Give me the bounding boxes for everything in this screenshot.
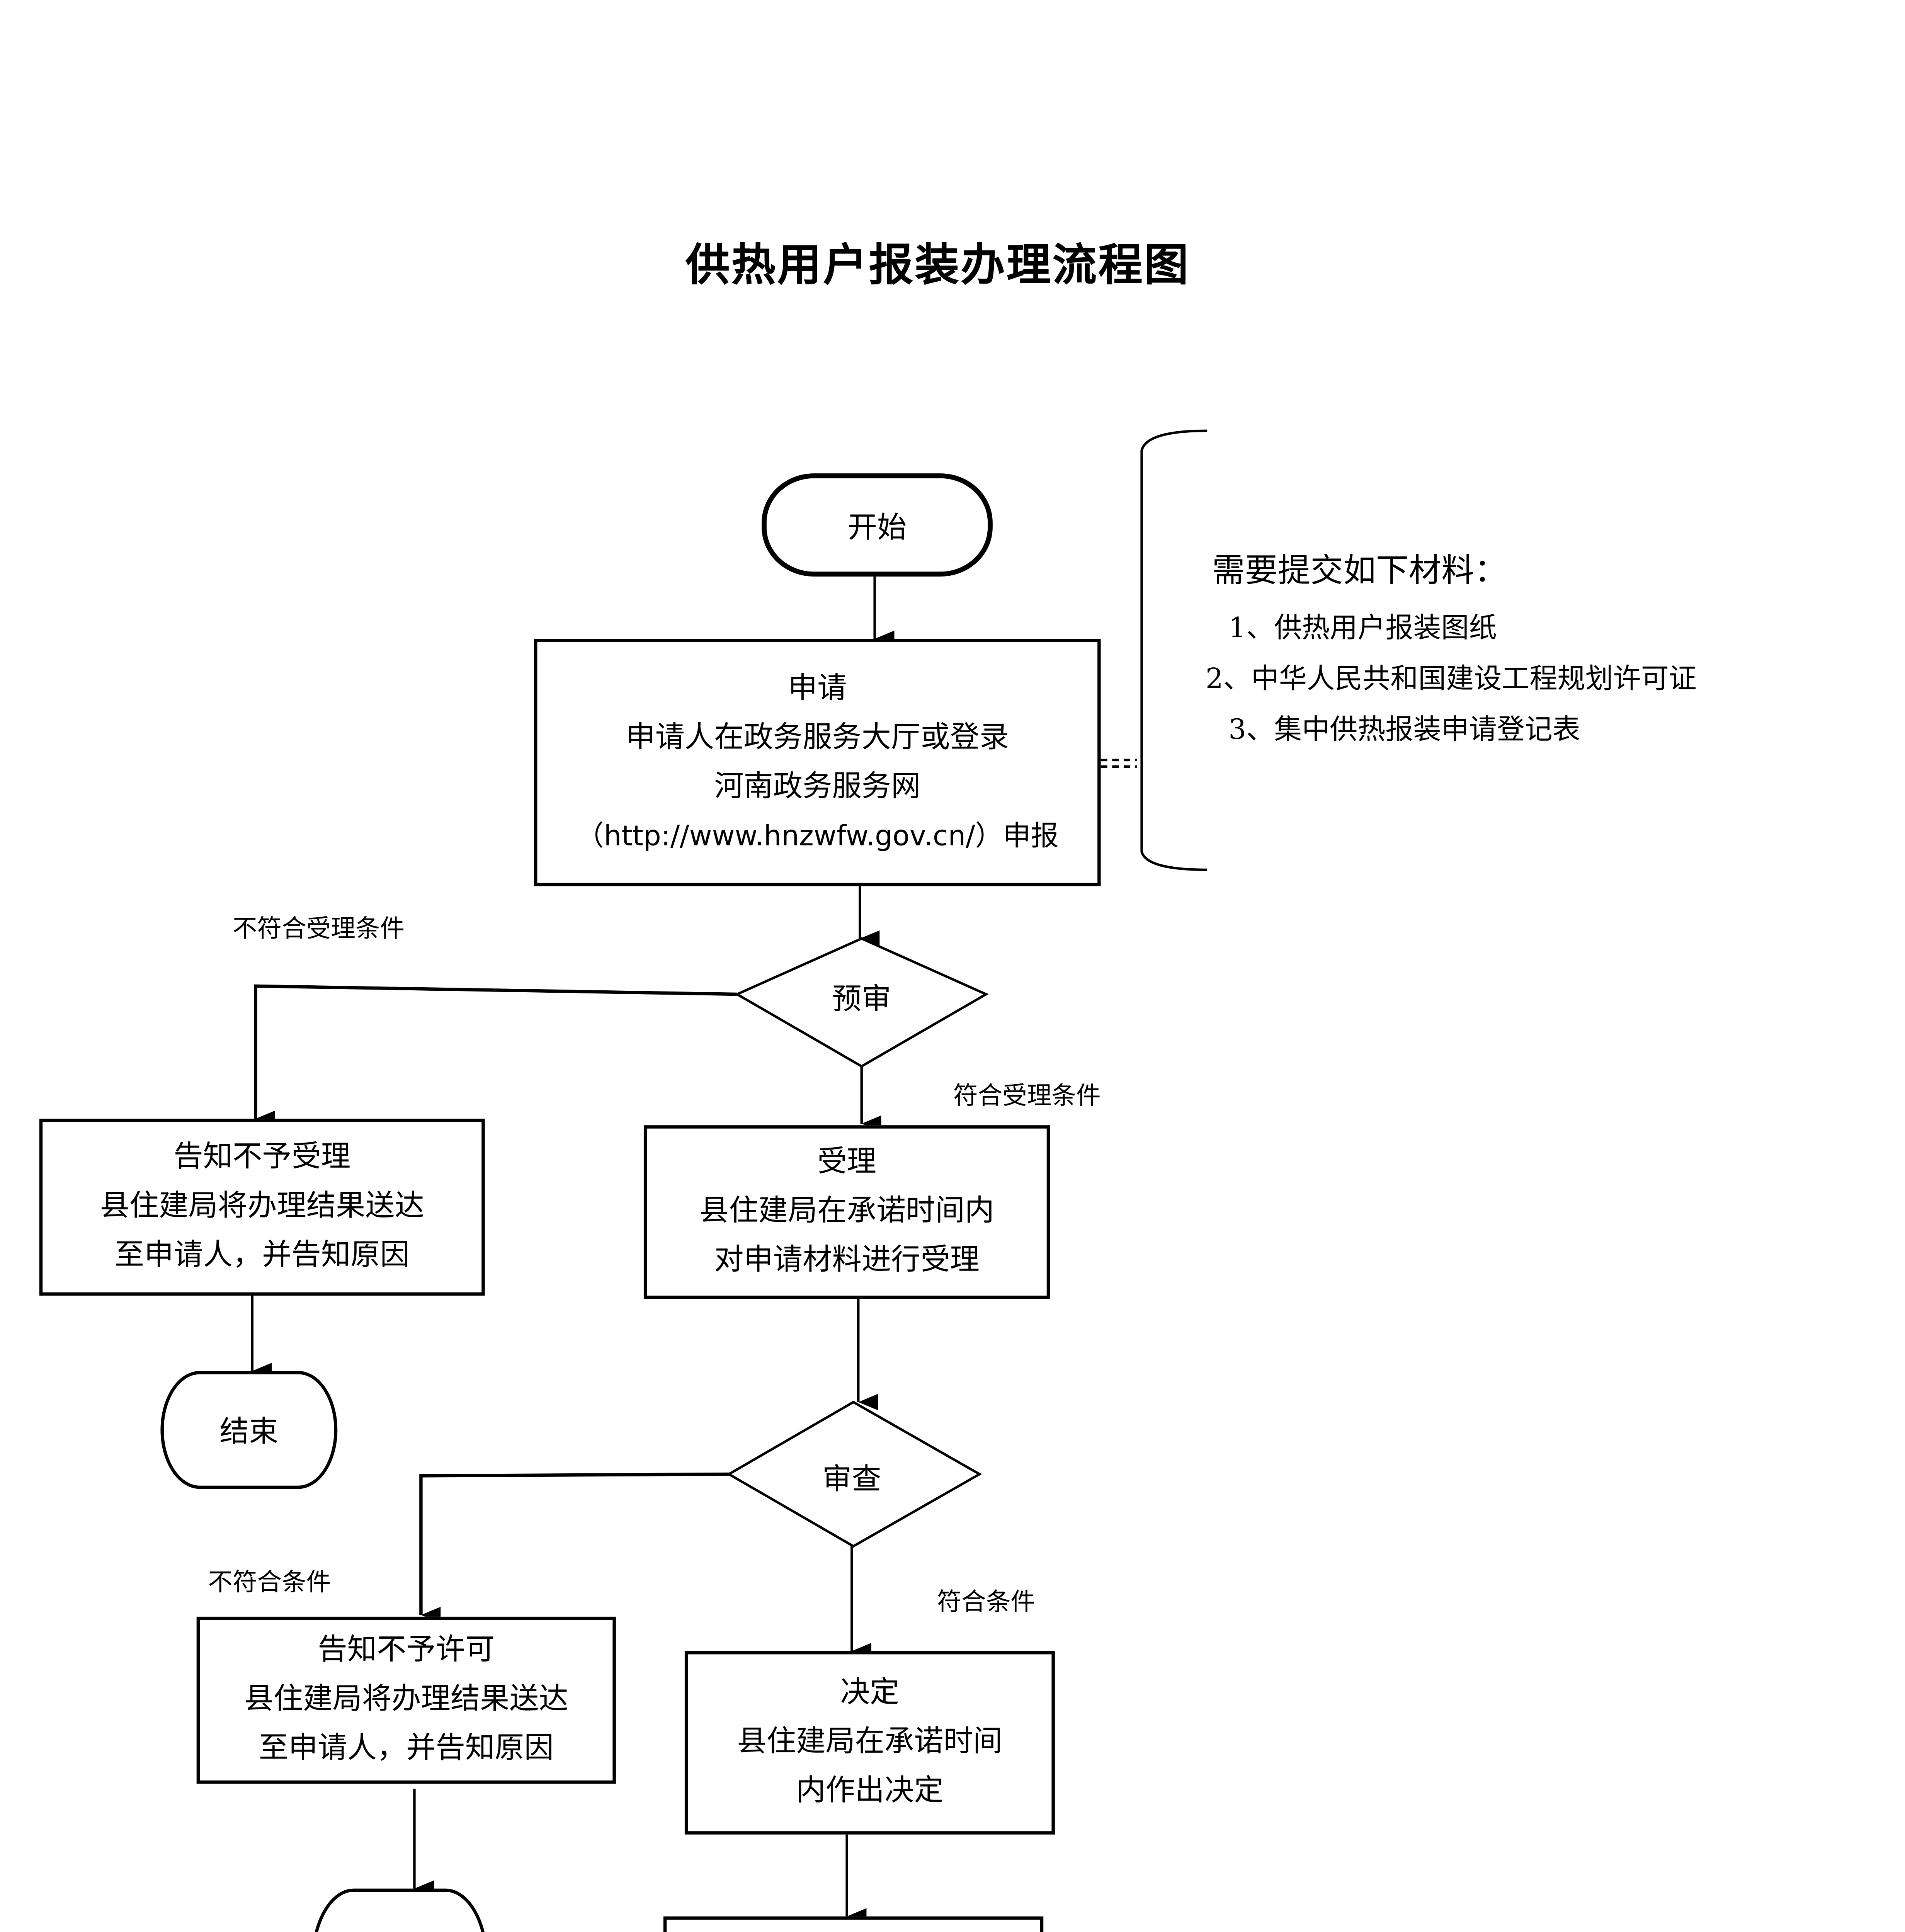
reject-permit-line: 县住建局将办理结果送达 (244, 1682, 568, 1717)
material-item: 3、集中供热报装申请登记表 (1228, 714, 1580, 747)
accept-line: 对申请材料进行受理 (714, 1243, 980, 1278)
reject-acceptance-line: 县住建局将办理结果送达 (100, 1189, 424, 1224)
apply-box: 申请 申请人在政务服务大厅或登录 河南政务服务网 （http://www.hnz… (534, 639, 1101, 886)
precheck-label: 预审 (832, 983, 891, 1017)
accept-heading: 受理 (817, 1145, 876, 1180)
reject-permit-box: 告知不予许可 县住建局将办理结果送达 至申请人，并告知原因 (196, 1616, 616, 1784)
reject-acceptance-heading: 告知不予受理 (173, 1140, 351, 1175)
accept-line: 县住建局在承诺时间内 (699, 1194, 995, 1229)
material-item: 2、中华人民共和国建设工程规划许可证 (1205, 663, 1697, 696)
review-diamond (726, 1400, 982, 1548)
decision-line: 内作出决定 (796, 1774, 944, 1808)
reject-acceptance-line: 至申请人，并告知原因 (114, 1238, 410, 1273)
end-label: 结束 (219, 1415, 279, 1450)
reject-permit-line: 至申请人，并告知原因 (259, 1731, 554, 1766)
decision-heading: 决定 (840, 1675, 900, 1710)
precheck-accept-condition: 符合受理条件 (953, 1081, 1101, 1111)
apply-line: 河南政务服务网 (714, 769, 921, 804)
accept-box: 受理 县住建局在承诺时间内 对申请材料进行受理 (643, 1125, 1050, 1299)
materials-heading: 需要提交如下材料： (1212, 550, 1507, 590)
precheck-reject-condition: 不符合受理条件 (232, 914, 405, 944)
review-reject-condition: 不符合条件 (208, 1567, 331, 1597)
apply-heading: 申请 (788, 670, 847, 705)
decision-box: 决定 县住建局在承诺时间 内作出决定 (684, 1651, 1055, 1835)
reject-permit-heading: 告知不予许可 (318, 1633, 495, 1668)
end-terminal-1: 结束 (160, 1371, 338, 1489)
start-label: 开始 (847, 510, 907, 545)
apply-line: （http://www.hnzwfw.gov.cn/）申报 (576, 820, 1059, 853)
arrow-review-reject (419, 1472, 729, 1623)
page-title: 供热用户报装办理流程图 (685, 241, 1190, 292)
review-label: 审查 (822, 1463, 881, 1497)
decision-line: 县住建局在承诺时间 (737, 1725, 1003, 1759)
start-terminal: 开始 (762, 473, 993, 577)
apply-line: 申请人在政务服务大厅或登录 (626, 720, 1009, 755)
material-item: 1、供热用户报装图纸 (1228, 612, 1497, 646)
materials-bracket (1140, 429, 1208, 871)
arrow-precheck-reject (254, 984, 737, 1127)
materials-list: 需要提交如下材料： 1、供热用户报装图纸 2、中华人民共和国建设工程规划许可证 … (1205, 544, 1802, 767)
end-terminal-2: 结束 (311, 1888, 488, 1932)
review-accept-condition: 符合条件 (937, 1587, 1036, 1617)
reject-acceptance-box: 告知不予受理 县住建局将办理结果送达 至申请人，并告知原因 (39, 1119, 485, 1296)
